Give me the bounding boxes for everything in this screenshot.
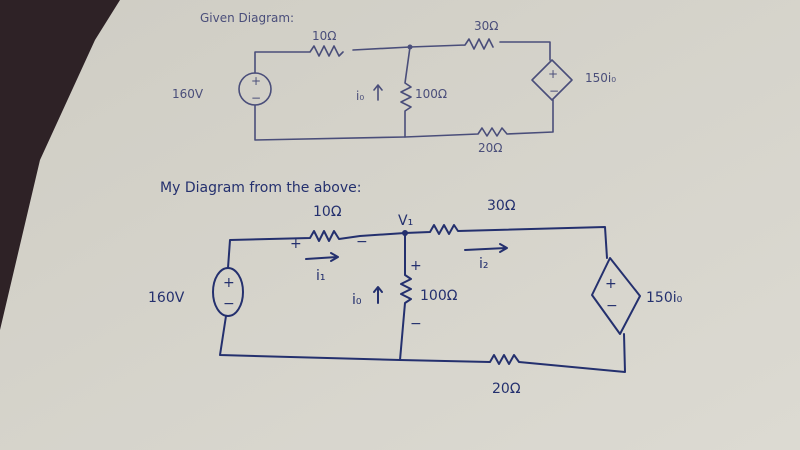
my-i2-label: i₂: [479, 256, 489, 272]
my-bottom-wire: [219, 315, 626, 373]
given-dep-plus: +: [548, 67, 558, 81]
my-r4-label: 20Ω: [492, 381, 521, 397]
my-title: My Diagram from the above:: [160, 180, 361, 196]
given-diagram: Given Diagram: + − + − 10Ω 30Ω 100Ω 20Ω …: [172, 11, 616, 155]
given-r3-label: 100Ω: [415, 87, 447, 101]
given-dep-label: 150i₀: [585, 71, 616, 85]
my-dep-minus: −: [606, 298, 618, 314]
given-r2-label: 30Ω: [474, 19, 498, 33]
my-r3-label: 100Ω: [420, 288, 458, 304]
my-i1-arrow-icon: [305, 252, 339, 262]
my-r2-label: 30Ω: [487, 198, 516, 214]
my-current-arrow-icon: [373, 286, 383, 304]
my-r1-plus: +: [290, 236, 302, 252]
my-top-wire: [227, 224, 608, 269]
given-dep-minus: −: [549, 84, 559, 98]
my-dep-label: 150i₀: [646, 290, 683, 306]
given-source-label: 160V: [172, 87, 204, 101]
given-bottom-wire: [254, 99, 554, 141]
my-r1-minus: −: [356, 234, 368, 250]
my-dependent-source: [591, 257, 641, 335]
given-dependent-source: [531, 59, 573, 101]
my-r1-label: 10Ω: [313, 204, 342, 220]
my-r3-plus: +: [410, 258, 422, 274]
my-i1-label: i₁: [316, 268, 326, 284]
given-current-label: i₀: [356, 89, 364, 103]
my-source-minus: −: [223, 296, 235, 312]
given-title: Given Diagram:: [200, 11, 294, 25]
given-source-plus: +: [251, 74, 261, 88]
my-100-branch: [399, 232, 412, 361]
my-diagram: My Diagram from the above: + − + − 10Ω 3…: [148, 180, 683, 397]
given-100-branch: [400, 46, 412, 138]
given-voltage-source: [238, 72, 272, 106]
my-i2-arrow-icon: [464, 243, 508, 253]
table-shadow: [0, 0, 120, 330]
my-current-label: i₀: [352, 292, 362, 308]
my-voltage-source: [212, 267, 244, 317]
my-dep-plus: +: [605, 276, 617, 292]
my-source-label: 160V: [148, 290, 185, 306]
my-node-label: V₁: [398, 213, 413, 229]
my-source-plus: +: [223, 275, 235, 291]
my-r3-minus: −: [410, 316, 422, 332]
given-source-minus: −: [251, 91, 261, 105]
given-current-arrow-icon: [373, 84, 383, 101]
given-r4-label: 20Ω: [478, 141, 502, 155]
given-r1-label: 10Ω: [312, 29, 336, 43]
